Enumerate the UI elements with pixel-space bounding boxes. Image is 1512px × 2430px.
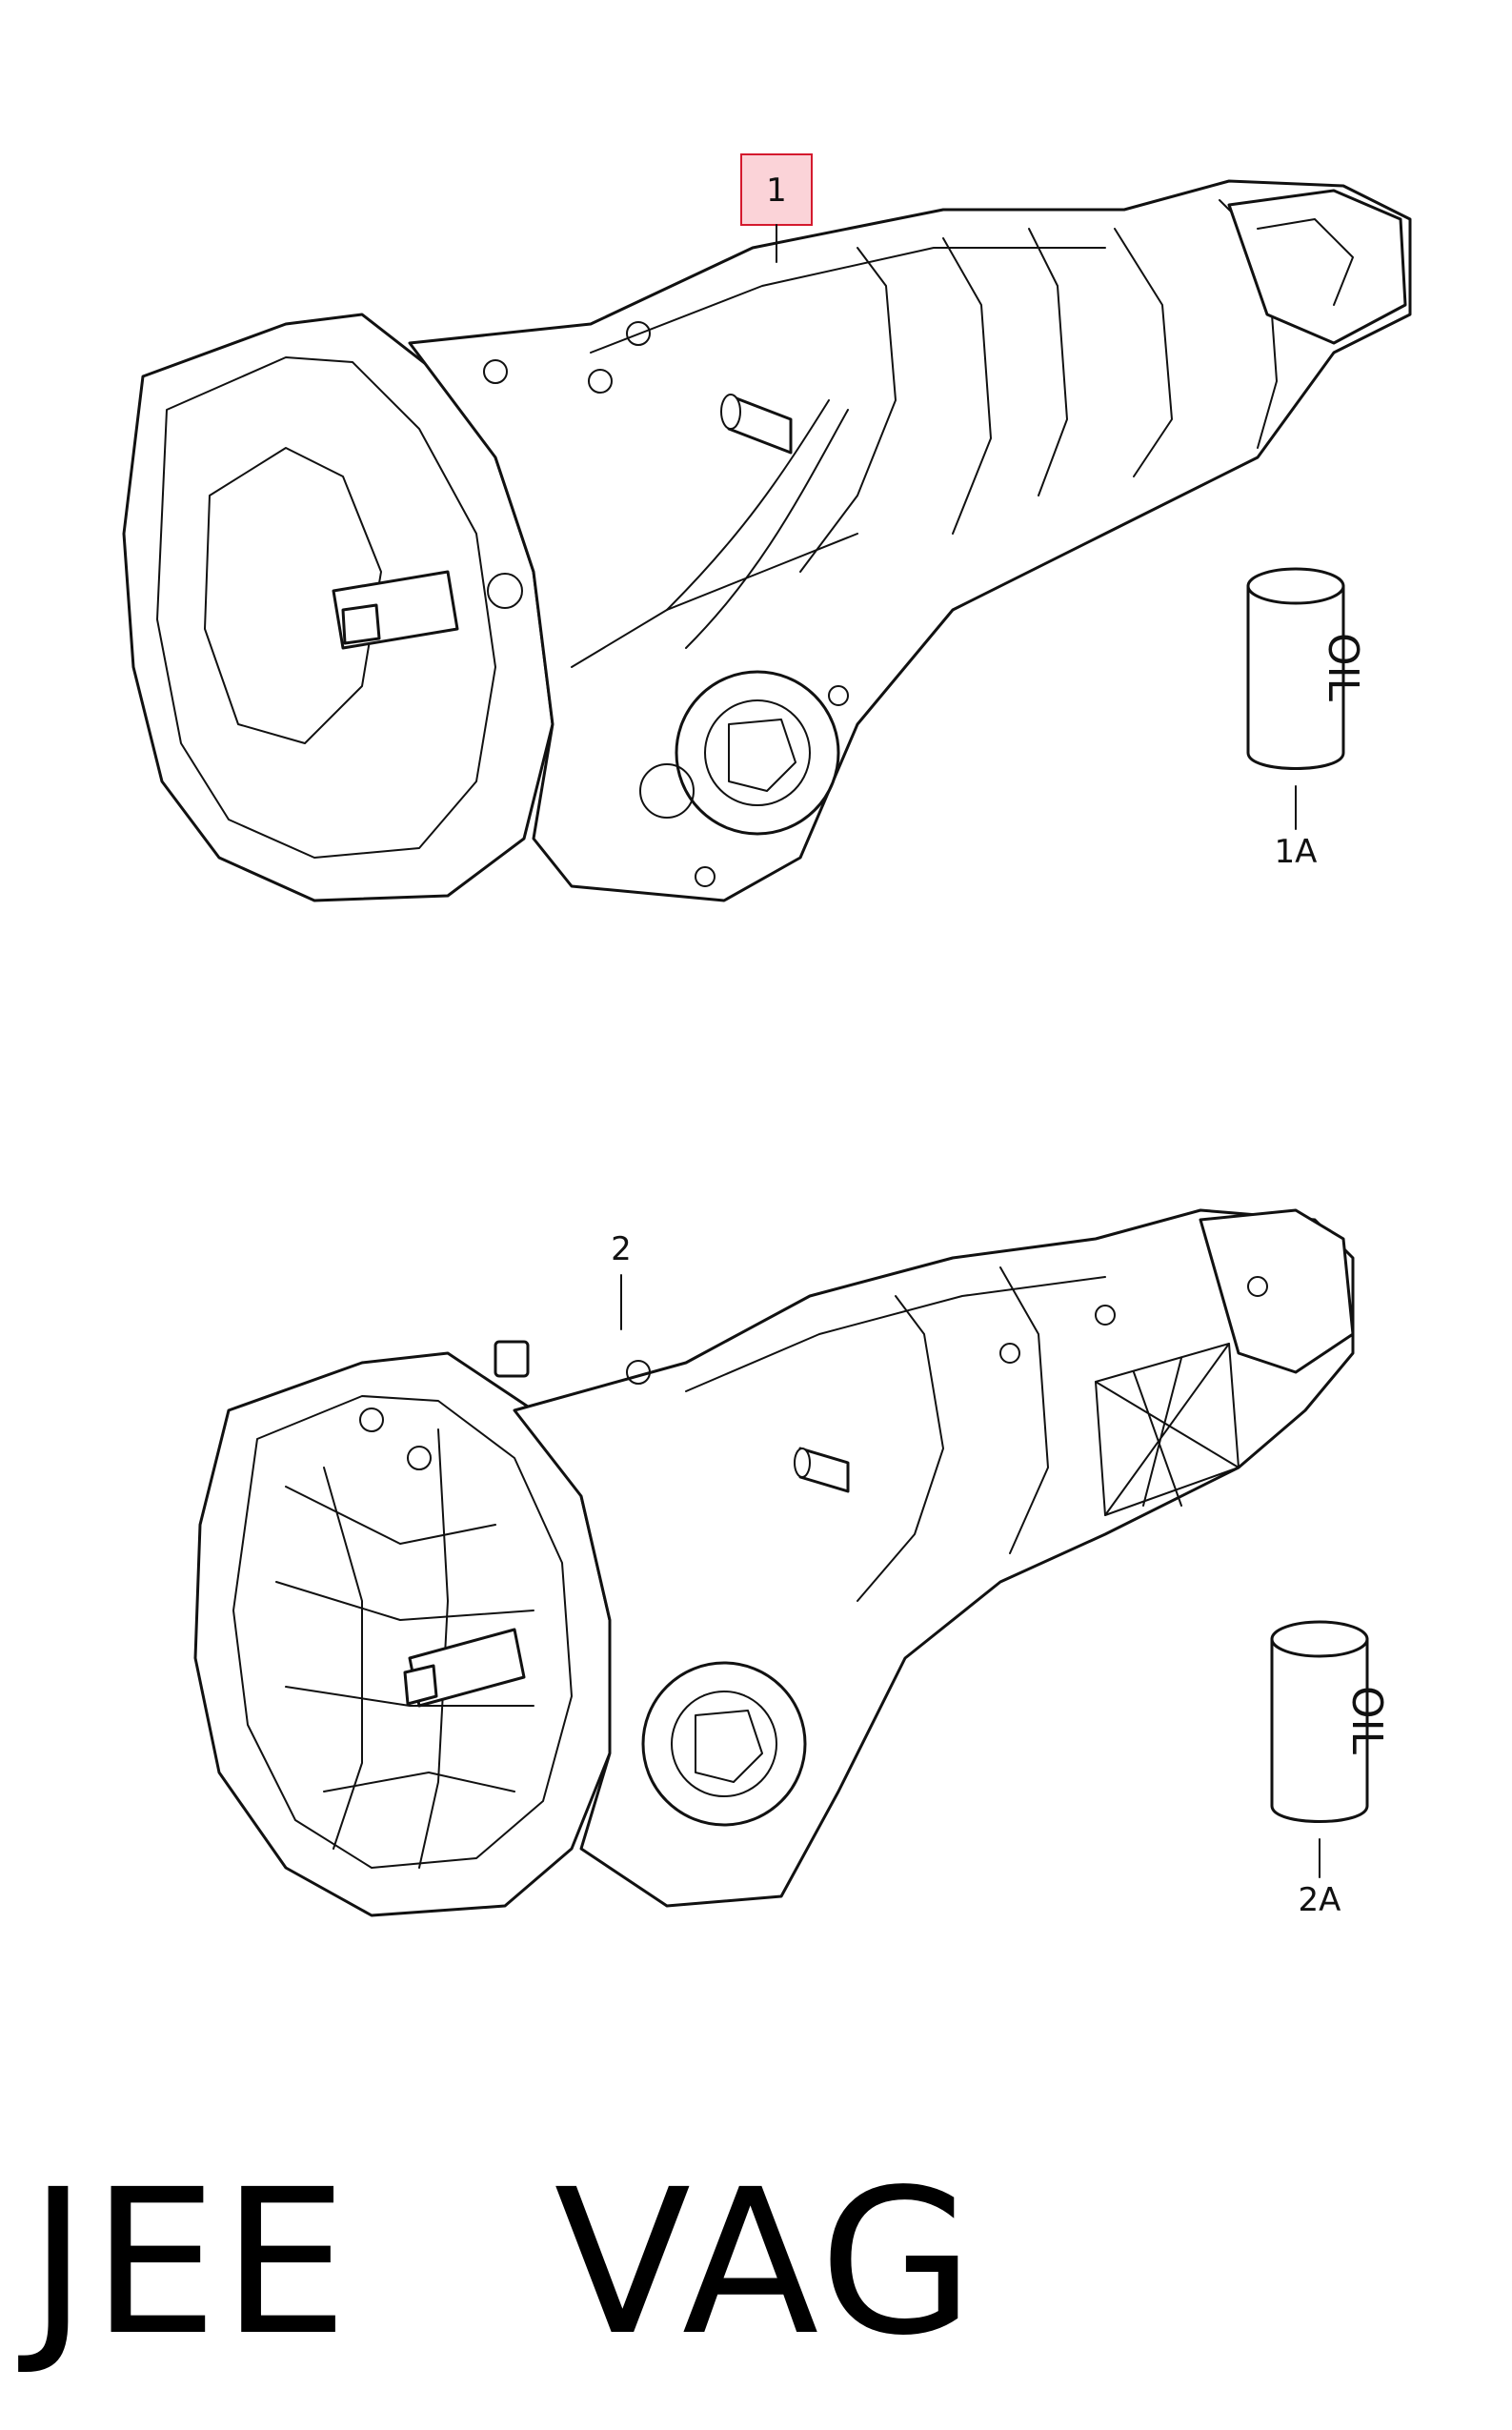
transmission-assembly-1[interactable]	[122, 179, 1412, 902]
callout-2[interactable]: 2	[611, 1230, 632, 1330]
callout-1a-label: 1A	[1275, 833, 1318, 871]
callout-2-label: 2	[611, 1230, 632, 1268]
callout-2a-label: 2A	[1299, 1881, 1341, 1919]
transmission-assembly-2[interactable]	[193, 1208, 1355, 1917]
oil-can-2a[interactable]: OIL 2A	[1270, 1620, 1391, 1919]
callout-1-label: 1	[766, 172, 787, 210]
callout-1[interactable]: 1	[740, 153, 813, 263]
oil-can-1a-label: OIL	[1319, 633, 1367, 702]
oil-can-2a-label: OIL	[1342, 1686, 1391, 1755]
watermark-text: JEE VAG	[29, 2146, 978, 2379]
oil-can-1a[interactable]: OIL 1A	[1246, 567, 1367, 871]
